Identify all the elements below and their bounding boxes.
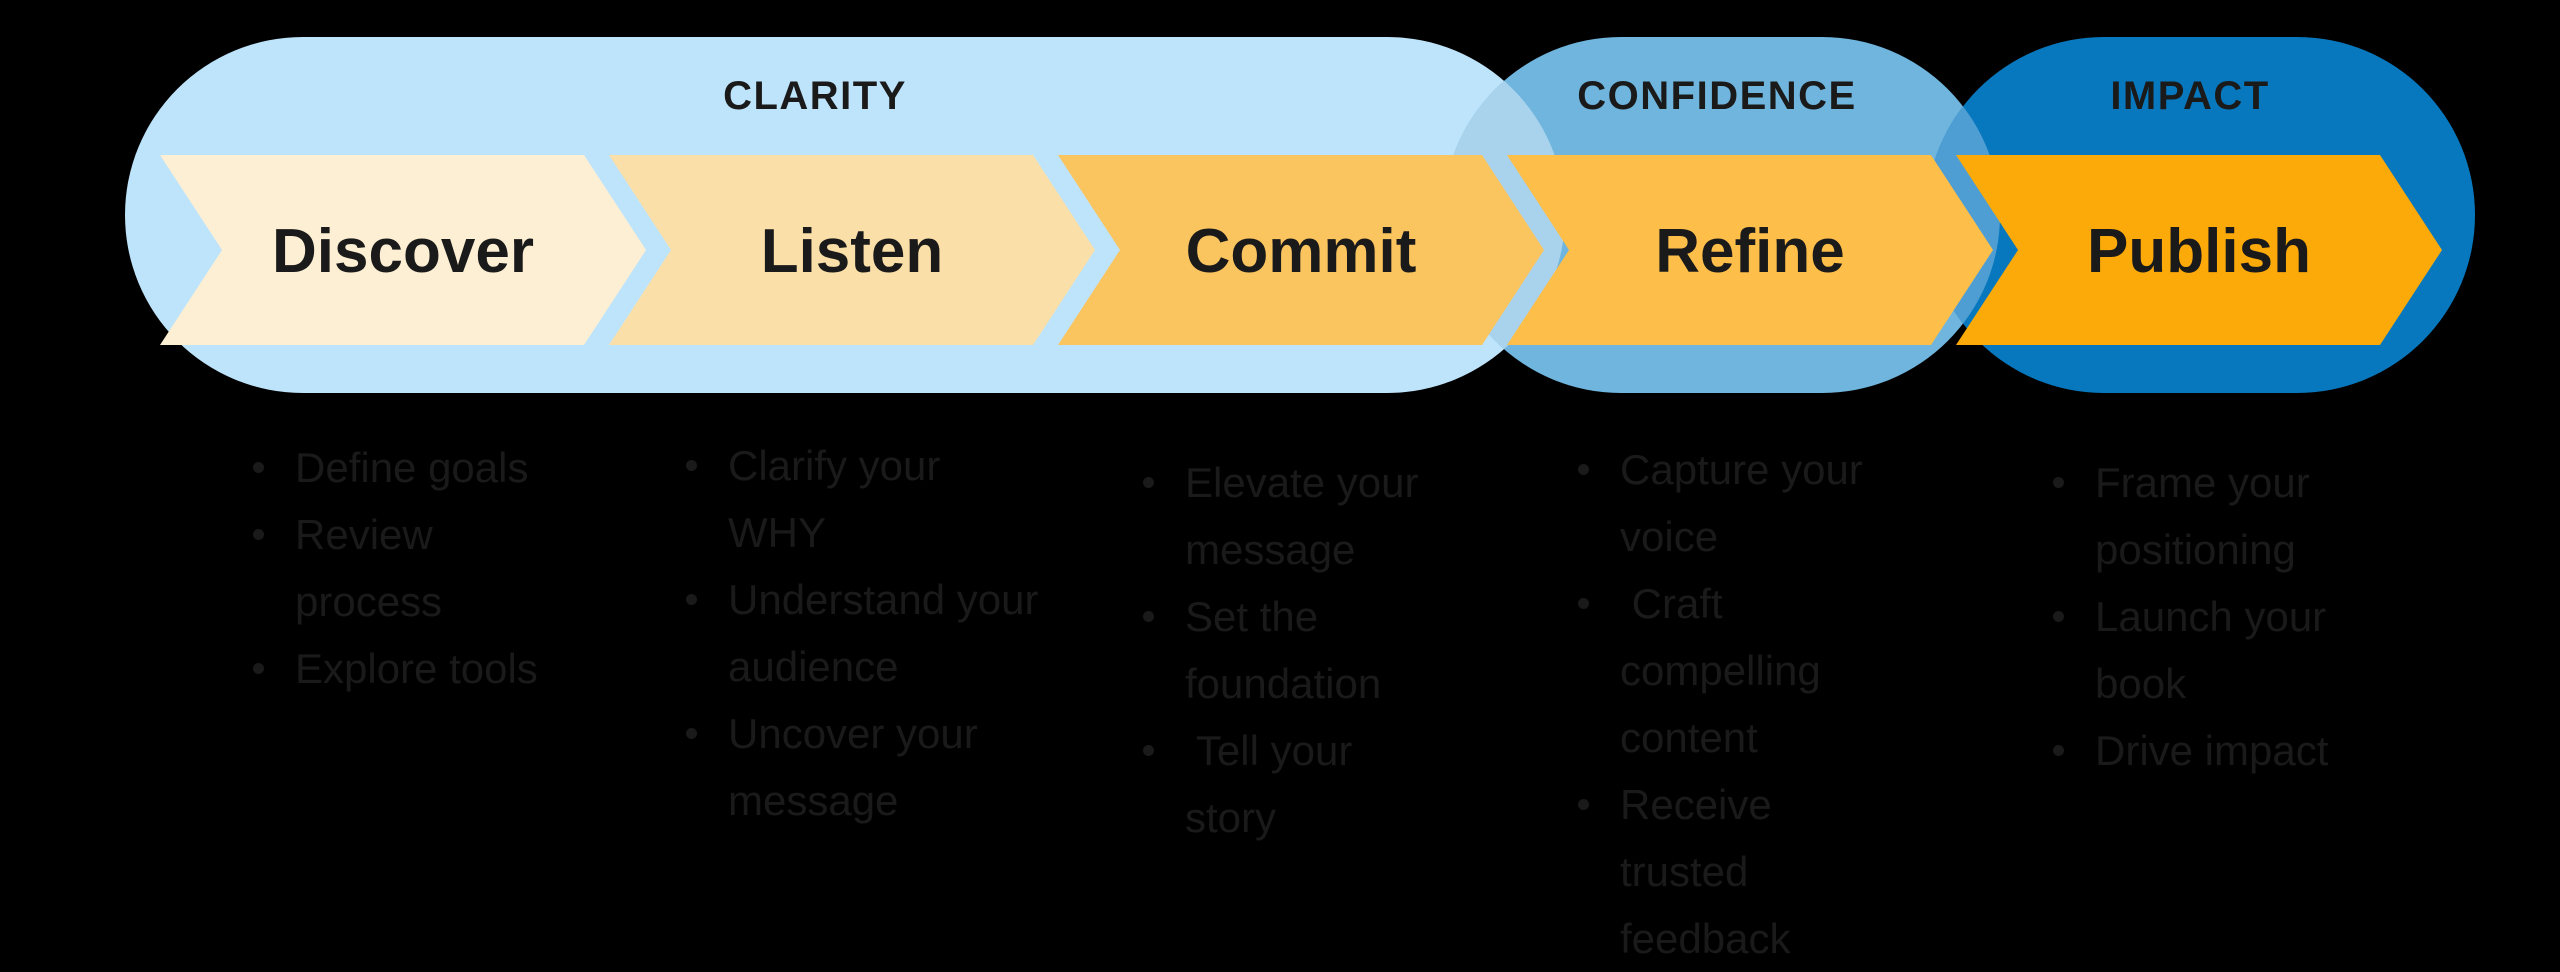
bullet-item: Capture your voice — [1578, 436, 2090, 570]
process-diagram: CLARITY CONFIDENCE IMPACT Discover Liste… — [125, 37, 2560, 962]
bullet-line: Tell your — [1185, 727, 1353, 774]
bullet-dot-icon — [1578, 464, 1589, 475]
bullet-item: Tell your story — [1143, 717, 1655, 851]
step-label-commit: Commit — [1186, 217, 1417, 286]
chevron-refine — [1507, 155, 1993, 345]
step-label-refine: Refine — [1655, 217, 1844, 286]
bullet-line: content — [1620, 714, 1758, 761]
bullet-line: message — [1185, 526, 1356, 573]
bullet-dot-icon — [1578, 598, 1589, 609]
bullet-line: Capture your — [1620, 446, 1863, 493]
bullet-item: Understand your audience — [686, 566, 1198, 700]
bullet-line: Clarify your — [728, 442, 941, 489]
bullet-line: positioning — [2095, 526, 2296, 573]
bullet-line: Launch your — [2095, 593, 2327, 640]
bullet-line: compelling — [1620, 647, 1821, 694]
phase-label-confidence: CONFIDENCE — [1577, 74, 1856, 118]
bullet-dot-icon — [686, 728, 697, 739]
bullet-dot-icon — [2053, 477, 2064, 488]
bullet-list-refine: Capture your voice Craft compelling content… — [1578, 436, 2090, 972]
bullet-item: Craft compelling content — [1578, 570, 2090, 771]
page-background: { "canvas": { "background": "#000000", "… — [125, 37, 2560, 962]
bullet-line: Review — [295, 511, 433, 558]
bullet-line: Craft — [1620, 580, 1723, 627]
phase-label-clarity: CLARITY — [723, 74, 907, 118]
bullet-dot-icon — [2053, 611, 2064, 622]
bullet-item: Elevate your message — [1143, 449, 1655, 583]
bullet-line: WHY — [728, 509, 826, 556]
bullet-dot-icon — [1143, 477, 1154, 488]
bullet-dot-icon — [1143, 611, 1154, 622]
bullet-line: Drive impact — [2095, 727, 2329, 774]
bullet-dot-icon — [253, 462, 264, 473]
bullet-item: Set the foundation — [1143, 583, 1655, 717]
bullet-line: audience — [728, 643, 899, 690]
bullet-dot-icon — [253, 663, 264, 674]
bullet-item: Explore tools — [253, 635, 765, 702]
bullet-item: Receive trusted feedback — [1578, 771, 2090, 972]
bullet-line: story — [1185, 794, 1277, 841]
bullet-dot-icon — [2053, 745, 2064, 756]
bullet-line: voice — [1620, 513, 1719, 560]
bullet-line: Explore tools — [295, 645, 538, 692]
bullet-line: Understand your — [728, 576, 1039, 623]
step-label-listen: Listen — [761, 217, 944, 286]
step-label-publish: Publish — [2087, 217, 2311, 286]
bullet-line: Elevate your — [1185, 459, 1419, 506]
step-label-discover: Discover — [272, 217, 534, 286]
bullet-line: process — [295, 578, 443, 625]
bullet-line: Frame your — [2095, 459, 2310, 506]
bullet-item: Define goals — [253, 434, 765, 501]
bullet-line: feedback — [1620, 915, 1791, 962]
chevron-listen — [609, 155, 1095, 345]
bullet-item: Launch your book — [2053, 583, 2560, 717]
bullet-line: Uncover your — [728, 710, 978, 757]
bullet-dot-icon — [686, 594, 697, 605]
phase-label-impact: IMPACT — [2110, 74, 2269, 118]
chevron-discover — [160, 155, 646, 345]
bullet-line: Set the — [1185, 593, 1319, 640]
process-diagram-canvas: CLARITY CONFIDENCE IMPACT Discover Liste… — [125, 37, 2475, 393]
chevron-publish — [1956, 155, 2442, 345]
bullet-line: Receive — [1620, 781, 1772, 828]
bullet-dot-icon — [1578, 799, 1589, 810]
bullet-line: message — [728, 777, 899, 824]
bullet-dot-icon — [686, 460, 697, 471]
bullet-line: Define goals — [295, 444, 529, 491]
bullet-line: book — [2095, 660, 2187, 707]
chevron-commit — [1058, 155, 1544, 345]
bullet-line: foundation — [1185, 660, 1382, 707]
bullet-item: Review process — [253, 501, 765, 635]
bullet-dot-icon — [1143, 745, 1154, 756]
bullet-dot-icon — [253, 529, 264, 540]
bullet-item: Drive impact — [2053, 717, 2560, 784]
bullet-item: Uncover your message — [686, 700, 1198, 834]
bullet-line: trusted — [1620, 848, 1749, 895]
bullet-item: Frame your positioning — [2053, 449, 2560, 583]
